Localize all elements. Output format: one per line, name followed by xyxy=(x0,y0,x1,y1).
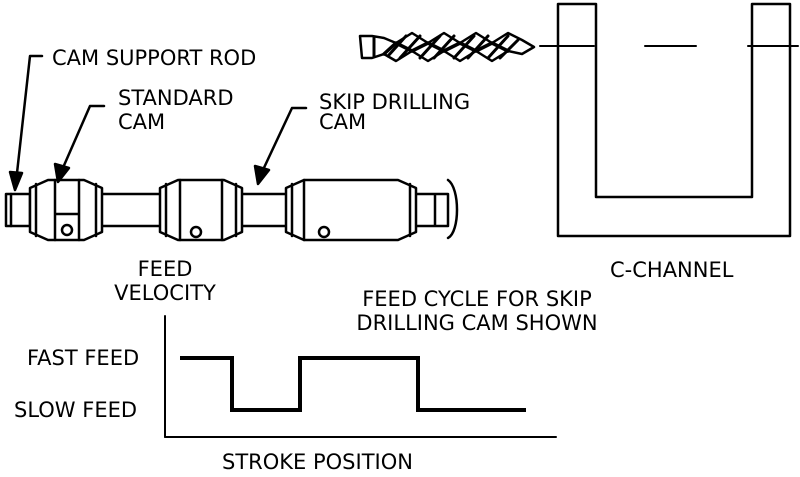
drill-bit-icon xyxy=(358,31,536,63)
cam-middle xyxy=(158,178,244,242)
label-standard-cam: STANDARD CAM xyxy=(118,86,234,134)
feed-graph-axes xyxy=(164,315,557,438)
skip-drilling-cam xyxy=(284,178,418,242)
label-skip-drilling-cam: SKIP DRILLING CAM xyxy=(319,90,471,134)
label-feed-velocity: FEED VELOCITY xyxy=(114,257,216,305)
label-stroke-position: STROKE POSITION xyxy=(222,450,413,474)
feed-cycle-trace xyxy=(180,356,526,412)
label-feed-cycle-note: FEED CYCLE FOR SKIP DRILLING CAM SHOWN xyxy=(356,287,598,335)
c-channel-shape xyxy=(556,2,792,238)
label-cam-support-rod: CAM SUPPORT ROD xyxy=(52,46,257,70)
label-c-channel: C-CHANNEL xyxy=(610,258,734,282)
label-slow-feed: SLOW FEED xyxy=(14,398,138,422)
label-fast-feed: FAST FEED xyxy=(27,346,140,370)
cam-support-rod xyxy=(4,178,459,240)
leader-cam-support-rod xyxy=(8,54,44,192)
leader-standard-cam xyxy=(53,104,106,184)
leader-skip-drilling-cam xyxy=(253,106,308,186)
standard-cam xyxy=(28,178,104,242)
